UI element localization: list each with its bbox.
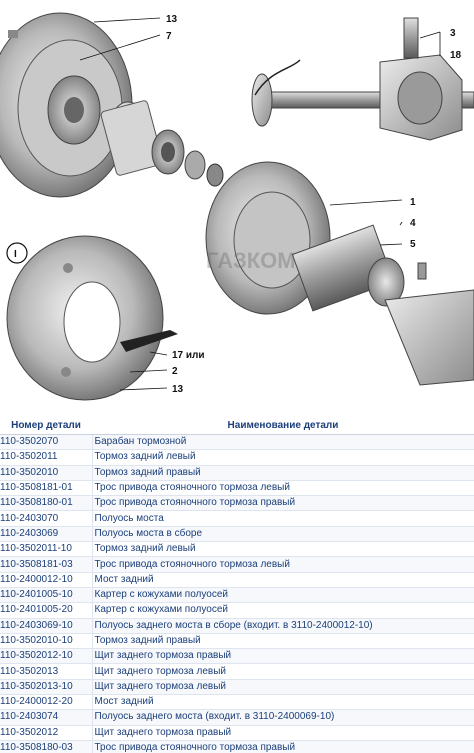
bolt-icon xyxy=(8,30,18,38)
callout-3: 3 xyxy=(450,28,456,39)
part-name-cell: Полуось моста xyxy=(92,510,474,527)
callout-2: 2 xyxy=(172,366,178,377)
part-number-cell: 110-2403069-10 xyxy=(0,618,93,634)
callout-13-bottom: 13 xyxy=(172,384,184,395)
part-number-cell: 110-2403069 xyxy=(0,526,93,543)
parts-table-container: Номер детали Наименование детали 110-350… xyxy=(0,416,474,753)
part-name-cell: Мост задний xyxy=(92,694,474,711)
part-number-cell: 110-2401005-20 xyxy=(0,602,93,619)
part-name-cell: Щит заднего тормоза левый xyxy=(92,679,474,696)
roman-circle xyxy=(6,242,28,264)
part-number-cell: 110-3508180-01 xyxy=(0,495,93,512)
part-name-cell: Полуось заднего моста в сборе (входит. в… xyxy=(92,618,474,634)
callout-18: 18 xyxy=(450,50,462,61)
part-name-cell: Щит заднего тормоза правый xyxy=(92,725,474,741)
part-name-cell: Тормоз задний правый xyxy=(92,633,474,650)
part-name-cell: Тормоз задний левый xyxy=(92,449,474,466)
parts-table: Номер детали Наименование детали 110-350… xyxy=(0,416,474,753)
callout-5: 5 xyxy=(410,239,416,250)
brake-backplate-assembly xyxy=(205,161,474,386)
part-name-cell: Мост задний xyxy=(92,572,474,588)
callout-roman-one: I xyxy=(14,249,17,260)
part-number-cell: 110-2403070 xyxy=(0,510,93,527)
callout-4: 4 xyxy=(410,218,416,229)
part-number-cell: 110-3502010-10 xyxy=(0,633,93,650)
part-name-cell: Тормоз задний левый xyxy=(92,541,474,558)
part-number-cell: 110-3502010 xyxy=(0,465,93,481)
part-number-cell: 110-3502013-10 xyxy=(0,679,93,696)
part-name-cell: Трос привода стояночного тормоза левый xyxy=(92,480,474,497)
part-number-cell: 110-3502011-10 xyxy=(0,541,93,558)
part-number-cell: 110-3502013 xyxy=(0,663,93,680)
part-number-cell: 110-3502070 xyxy=(0,434,93,451)
part-number-cell: 110-3502012-10 xyxy=(0,648,93,665)
brake-shield xyxy=(6,235,178,401)
bearing-stack xyxy=(100,100,224,187)
callout-17: 17 или xyxy=(172,350,205,361)
part-name-cell: Трос привода стояночного тормоза правый xyxy=(92,740,474,753)
watermark-text: ГАЗКОМ xyxy=(206,248,296,273)
part-name-cell: Полуось заднего моста (входит. в 3110-24… xyxy=(92,709,474,726)
brake-drum xyxy=(0,12,133,198)
header-part-name: Наименование детали xyxy=(92,416,474,435)
part-number-cell: 110-3508180-03 xyxy=(0,740,93,753)
part-number-cell: 110-3502012 xyxy=(0,725,93,741)
part-name-cell: Тормоз задний правый xyxy=(92,465,474,481)
part-name-cell: Барабан тормозной xyxy=(92,434,474,451)
leader-lines xyxy=(79,17,441,391)
part-number-cell: 110-2401005-10 xyxy=(0,587,93,604)
part-number-cell: 110-2400012-20 xyxy=(0,694,93,711)
callout-13-top: 13 xyxy=(166,14,178,25)
part-name-cell: Картер с кожухами полуосей xyxy=(92,587,474,604)
part-number-cell: 110-3508181-03 xyxy=(0,556,93,573)
part-name-cell: Трос привода стояночного тормоза левый xyxy=(92,556,474,573)
part-number-cell: 110-3502011 xyxy=(0,449,93,466)
part-name-cell: Картер с кожухами полуосей xyxy=(92,602,474,619)
part-name-cell: Щит заднего тормоза левый xyxy=(92,663,474,680)
part-number-cell: 110-2400012-10 xyxy=(0,572,93,588)
part-number-cell: 110-2403074 xyxy=(0,709,93,726)
part-name-cell: Щит заднего тормоза правый xyxy=(92,648,474,665)
table-header-row: Номер детали Наименование детали xyxy=(0,416,474,435)
rear-axle xyxy=(251,17,474,141)
part-name-cell: Трос привода стояночного тормоза правый xyxy=(92,495,474,512)
callout-1: 1 xyxy=(410,197,416,208)
exploded-diagram: ГАЗКОМ 13 7 3 18 1 4 5 17 или 2 13 I xyxy=(0,12,474,401)
header-part-number: Номер детали xyxy=(0,416,92,435)
part-number-cell: 110-3508181-01 xyxy=(0,480,93,497)
callout-7: 7 xyxy=(166,31,172,42)
part-name-cell: Полуось моста в сборе xyxy=(92,526,474,543)
